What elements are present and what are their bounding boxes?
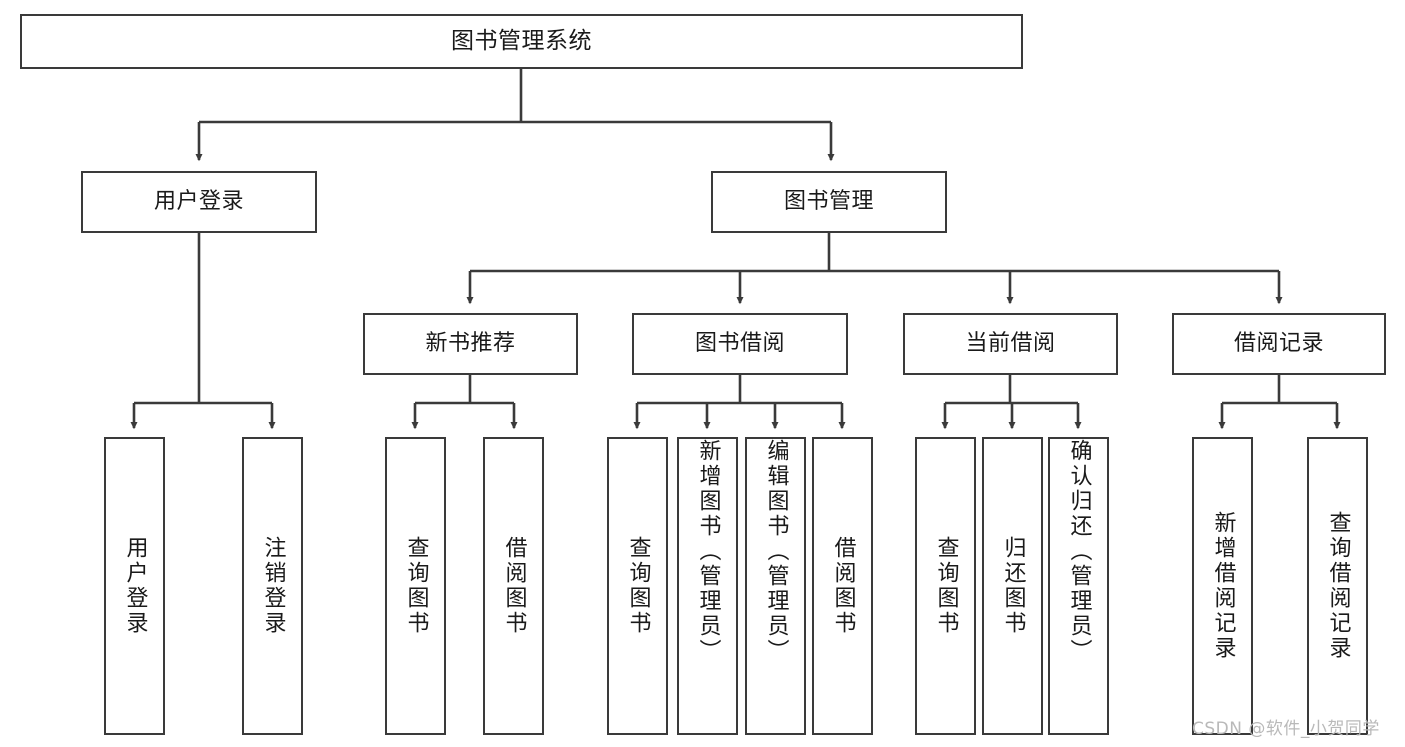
leaf-label: 确认归还（管理员） xyxy=(1066,439,1092,664)
leaf-current-borrow-query[interactable]: 查询图书 xyxy=(915,437,976,735)
leaf-label: 注销登录 xyxy=(260,536,286,636)
leaf-label: 新增图书（管理员） xyxy=(695,439,721,664)
node-root[interactable]: 图书管理系统 xyxy=(20,14,1023,69)
node-book-management[interactable]: 图书管理 xyxy=(711,171,947,233)
node-book-management-label: 图书管理 xyxy=(783,189,874,215)
node-new-book-recommend-label: 新书推荐 xyxy=(425,331,516,357)
leaf-current-borrow-confirm[interactable]: 确认归还（管理员） xyxy=(1048,437,1109,735)
node-borrow-record[interactable]: 借阅记录 xyxy=(1172,313,1386,375)
leaf-current-borrow-return[interactable]: 归还图书 xyxy=(982,437,1043,735)
leaf-user-login-logout[interactable]: 注销登录 xyxy=(242,437,303,735)
node-user-login-label: 用户登录 xyxy=(153,189,244,215)
leaf-label: 查询图书 xyxy=(403,536,429,636)
node-current-borrow[interactable]: 当前借阅 xyxy=(903,313,1118,375)
node-current-borrow-label: 当前借阅 xyxy=(965,331,1056,357)
leaf-book-borrow-borrow[interactable]: 借阅图书 xyxy=(812,437,873,735)
leaf-book-borrow-add[interactable]: 新增图书（管理员） xyxy=(677,437,738,735)
leaf-new-book-borrow[interactable]: 借阅图书 xyxy=(483,437,544,735)
leaf-label: 借阅图书 xyxy=(501,536,527,636)
node-borrow-record-label: 借阅记录 xyxy=(1233,331,1324,357)
leaf-label: 归还图书 xyxy=(1000,536,1026,636)
leaf-label: 查询图书 xyxy=(625,536,651,636)
node-root-label: 图书管理系统 xyxy=(451,27,592,54)
node-book-borrow[interactable]: 图书借阅 xyxy=(632,313,848,375)
leaf-user-login-login[interactable]: 用户登录 xyxy=(104,437,165,735)
leaf-book-borrow-edit[interactable]: 编辑图书（管理员） xyxy=(745,437,806,735)
leaf-borrow-record-query[interactable]: 查询借阅记录 xyxy=(1307,437,1368,735)
node-new-book-recommend[interactable]: 新书推荐 xyxy=(363,313,578,375)
leaf-label: 查询图书 xyxy=(933,536,959,636)
leaf-label: 查询借阅记录 xyxy=(1325,511,1351,661)
leaf-borrow-record-add[interactable]: 新增借阅记录 xyxy=(1192,437,1253,735)
node-book-borrow-label: 图书借阅 xyxy=(694,331,785,357)
leaf-label: 用户登录 xyxy=(122,536,148,636)
leaf-label: 编辑图书（管理员） xyxy=(763,439,789,664)
leaf-book-borrow-query[interactable]: 查询图书 xyxy=(607,437,668,735)
node-user-login[interactable]: 用户登录 xyxy=(81,171,317,233)
leaf-label: 新增借阅记录 xyxy=(1210,511,1236,661)
watermark-text: CSDN @软件_小贺同学 xyxy=(1192,719,1380,739)
leaf-new-book-query[interactable]: 查询图书 xyxy=(385,437,446,735)
leaf-label: 借阅图书 xyxy=(830,536,856,636)
